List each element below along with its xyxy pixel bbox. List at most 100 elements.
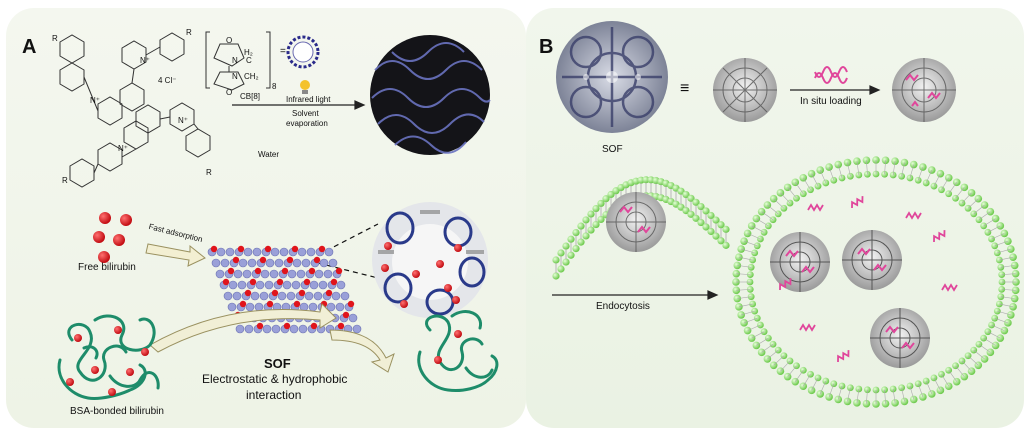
vesicle-lipid-tail [737,265,752,268]
adsorbed-bilirubin [293,300,301,308]
lipid-head [597,199,605,208]
adsorbed-bilirubin [298,289,306,297]
loading-label: In situ loading [800,96,862,107]
lipid-head [692,198,700,206]
vesicle-lipid-tail [811,173,819,187]
vesicle-lipid-outer [1007,311,1015,319]
vesicle-lipid-outer [909,395,918,404]
lattice-node [247,258,257,268]
lattice-node [277,291,287,301]
vesicle-lipid-tail [967,355,979,366]
vesicle-lipid-tail [743,317,758,324]
lipid-head [592,220,600,229]
internalized-nanoparticle [770,232,830,292]
cargo-strand [941,283,958,292]
cb8-subscript: 8 [272,82,277,91]
lattice-node [264,280,274,290]
vesicle-lipid-tail [828,383,835,398]
lattice-node [336,280,346,290]
lattice-node [245,302,255,312]
vesicle-lipid-outer [807,386,816,395]
vesicle-lipid-outer [757,348,766,357]
vesicle-lipid-inner [898,172,906,180]
lipid-head [682,206,690,215]
lipid-head [582,232,590,240]
vesicle-lipid-tail [856,161,860,176]
vesicle-lipid-inner [984,228,992,236]
lipid-head [597,215,605,224]
vesicle-lipid-tail [967,198,979,209]
vesicle-lipid-tail [987,225,1001,233]
lattice-node [328,258,338,268]
lattice-node [291,280,301,290]
vesicle-lipid-tail [991,233,1005,240]
vesicle-lipid-inner [906,174,914,182]
lattice-node [228,280,238,290]
lipid-head [722,225,730,233]
cargo-strand [799,323,816,332]
vesicle-lipid-tail [780,192,791,204]
adsorbed-bilirubin [210,245,218,253]
vesicle-lipid-tail [961,360,972,372]
vesicle-lipid-tail [925,380,933,395]
cb8-o2: O [226,88,233,97]
adsorbed-bilirubin [264,245,272,253]
vesicle-lipid-inner [830,176,838,184]
lipid-head [717,221,725,229]
bsa-bound-bilirubin-left [66,326,149,396]
lipid-head [552,256,560,264]
vesicle-lipid-tail [780,360,791,372]
counterion-label: 4 Cl⁻ [158,76,177,85]
lipid-head [572,244,580,253]
adsorbed-bilirubin [276,278,284,286]
fast-adsorption-arrow [145,243,206,267]
lattice-node [308,302,318,312]
vesicle-lipid-outer [944,382,953,391]
adsorbed-bilirubin [239,300,247,308]
lipid-head [577,222,585,230]
vesicle-lipid-tail [994,240,1009,247]
vesicle-lipid-tail [837,385,843,400]
lipid-head [607,190,615,199]
lattice-node [220,258,230,268]
vesicle-lipid-outer [952,377,961,386]
r-group-label: R [62,176,68,185]
lipid-head [682,190,690,199]
internalized-nanoparticle [870,308,930,368]
vesicle-lipid-inner [938,186,945,194]
pyridinium-label: N⁺ [118,144,128,153]
vesicle-lipid-inner [998,285,1006,293]
adsorbed-bilirubin [249,278,257,286]
adsorbed-bilirubin [271,289,279,297]
vesicle-lipid-outer [737,311,745,319]
lipid-head [552,272,560,280]
vesicle-lipid-tail [909,164,915,179]
vesicle-lipid-inner [769,216,777,224]
lipid-head [587,226,595,234]
lattice-node [282,280,292,290]
vesicle-lipid-outer [986,348,995,357]
vesicle-lipid-tail [787,365,797,377]
panel-a-label: A [22,36,37,58]
lipid-head [557,265,565,273]
r-group-label: R [52,34,58,43]
r-group-label: R [186,28,192,37]
adsorbed-bilirubin [259,256,267,264]
pyridinium-label: N⁺ [90,96,100,105]
vesicle-lipid-tail [948,370,957,382]
lattice-node [289,324,299,334]
lattice-node [298,324,308,334]
vesicle-lipid-inner [799,190,807,198]
bsa-protein-right-bilirubin [434,330,462,364]
lattice-node [352,324,362,334]
vesicle-lipid-tail [819,380,827,395]
cargo-strand [905,211,922,220]
vesicle-lipid-tail [751,331,765,339]
lattice-node [335,302,345,312]
vesicle-lipid-tail [997,248,1011,254]
adsorbed-bilirubin [313,256,321,264]
vesicle-lipid-tail [736,273,751,275]
reaction-arrow [232,100,366,110]
nanoparticle-empty [713,58,777,122]
vesicle-lipid-inner [938,370,945,378]
